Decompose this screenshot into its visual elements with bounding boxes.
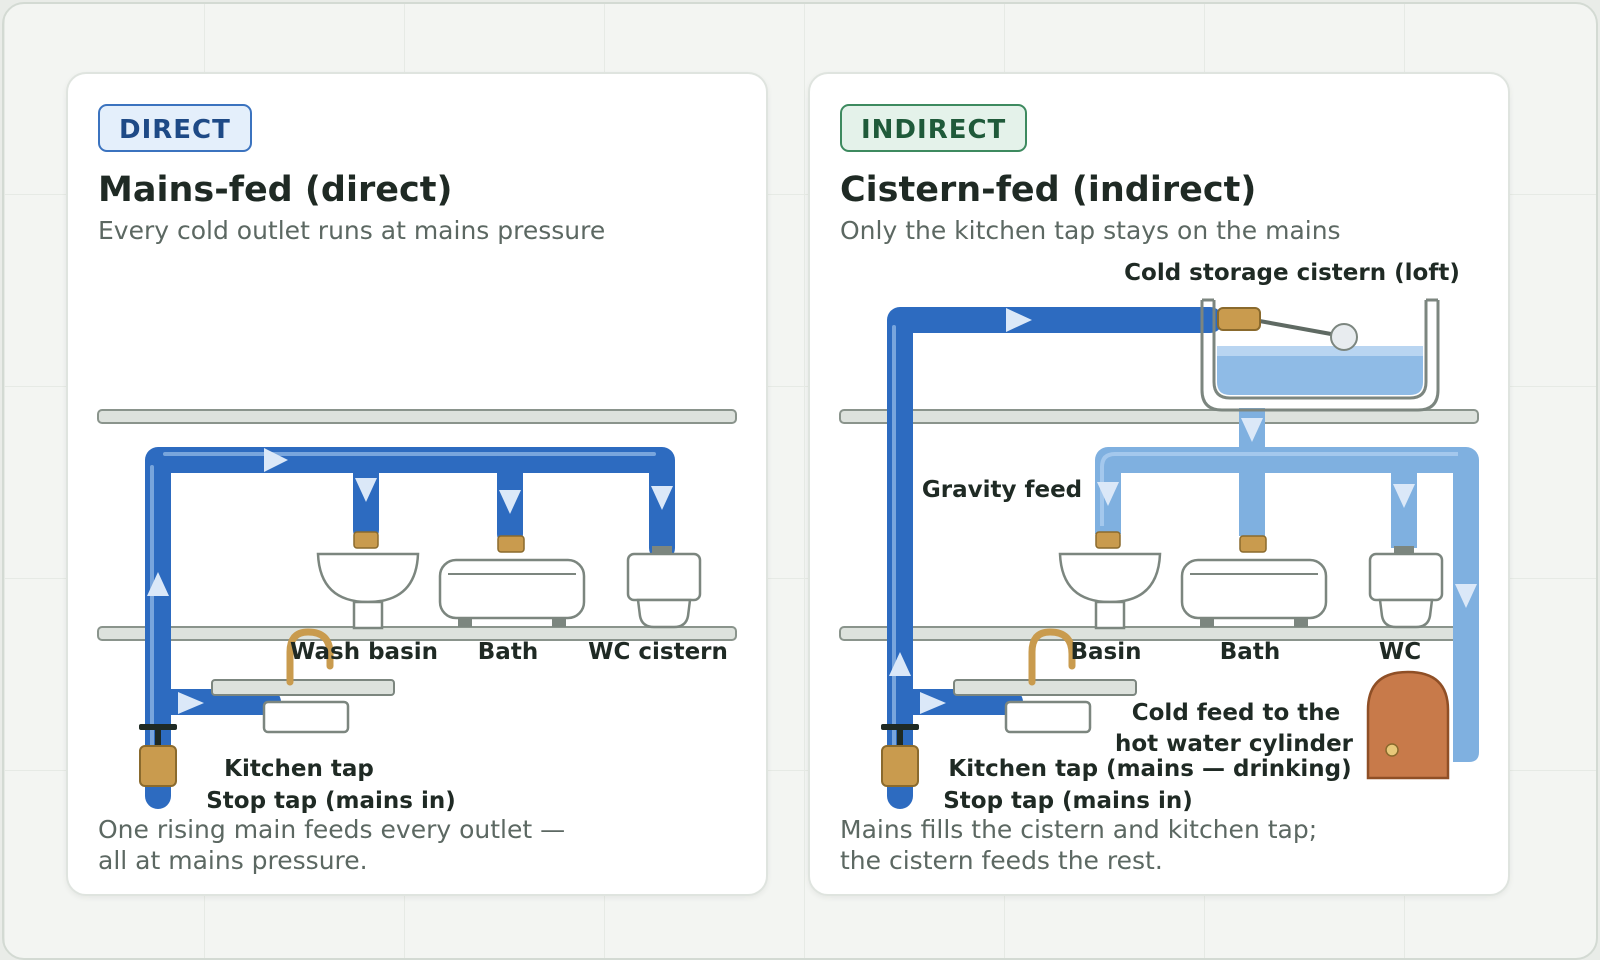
indirect-footer-line1: Mains fills the cistern and kitchen tap;: [840, 815, 1318, 844]
kitchen-tap-label: Kitchen tap (mains — drinking): [948, 756, 1351, 782]
cistern-label: Cold storage cistern (loft): [1124, 260, 1460, 286]
bath-label: Bath: [1220, 639, 1280, 665]
hot-water-cylinder: [1366, 670, 1450, 780]
direct-subtitle: Every cold outlet runs at mains pressure: [98, 216, 606, 245]
stop-tap: [139, 724, 177, 787]
ground-floor: [97, 626, 737, 641]
upper-floor: [97, 409, 737, 424]
kitchen-tap-label: Kitchen tap: [224, 756, 374, 782]
stop-tap-label: Stop tap (mains in): [943, 788, 1193, 814]
indirect-title: Cistern-fed (indirect): [840, 170, 1257, 210]
wc-cistern: [626, 546, 702, 629]
bath-label: Bath: [478, 639, 538, 665]
indirect-diagram: Cold storage cistern (loft) Gravity feed…: [839, 260, 1479, 814]
upper-floor: [839, 409, 1479, 424]
wc-cistern-label: WC cistern: [588, 639, 728, 665]
gravity-feed-label: Gravity feed: [922, 477, 1082, 503]
rising-main-pipe: [887, 307, 1223, 809]
direct-diagram: Wash basin Bath WC cistern Kitchen tap S…: [97, 409, 737, 814]
indirect-badge: INDIRECT: [840, 104, 1028, 152]
cold-feed-label-line1: Cold feed to the: [1132, 700, 1340, 726]
direct-footer: One rising main feeds every outlet — all…: [98, 814, 565, 876]
direct-footer-line2: all at mains pressure.: [98, 846, 368, 875]
wc-cistern: [1368, 546, 1444, 629]
wc-label: WC: [1379, 639, 1421, 665]
direct-footer-line1: One rising main feeds every outlet —: [98, 815, 566, 844]
wash-basin: [316, 531, 420, 630]
bath: [1180, 535, 1328, 627]
indirect-footer-line2: the cistern feeds the rest.: [840, 846, 1163, 875]
cold-storage-cistern: [1200, 298, 1440, 412]
cold-feed-label-line2: hot water cylinder: [1115, 731, 1354, 757]
stop-tap: [881, 724, 919, 787]
direct-title: Mains-fed (direct): [98, 170, 453, 210]
indirect-footer: Mains fills the cistern and kitchen tap;…: [840, 814, 1317, 876]
basin: [1058, 531, 1162, 630]
direct-badge: DIRECT: [98, 104, 252, 152]
kitchen-sink: [211, 628, 395, 734]
basin-label: Basin: [1071, 639, 1142, 665]
indirect-subtitle: Only the kitchen tap stays on the mains: [840, 216, 1341, 245]
direct-system-panel: DIRECT Mains-fed (direct) Every cold out…: [66, 72, 768, 896]
indirect-system-panel: INDIRECT Cistern-fed (indirect) Only the…: [808, 72, 1510, 896]
flow-arrows: [147, 448, 673, 714]
float-valve: [1217, 307, 1358, 351]
wash-basin-label: Wash basin: [290, 639, 438, 665]
kitchen-sink: [953, 628, 1137, 734]
stop-tap-label: Stop tap (mains in): [206, 788, 456, 814]
bath: [438, 535, 586, 627]
flow-arrows: [889, 308, 1477, 714]
